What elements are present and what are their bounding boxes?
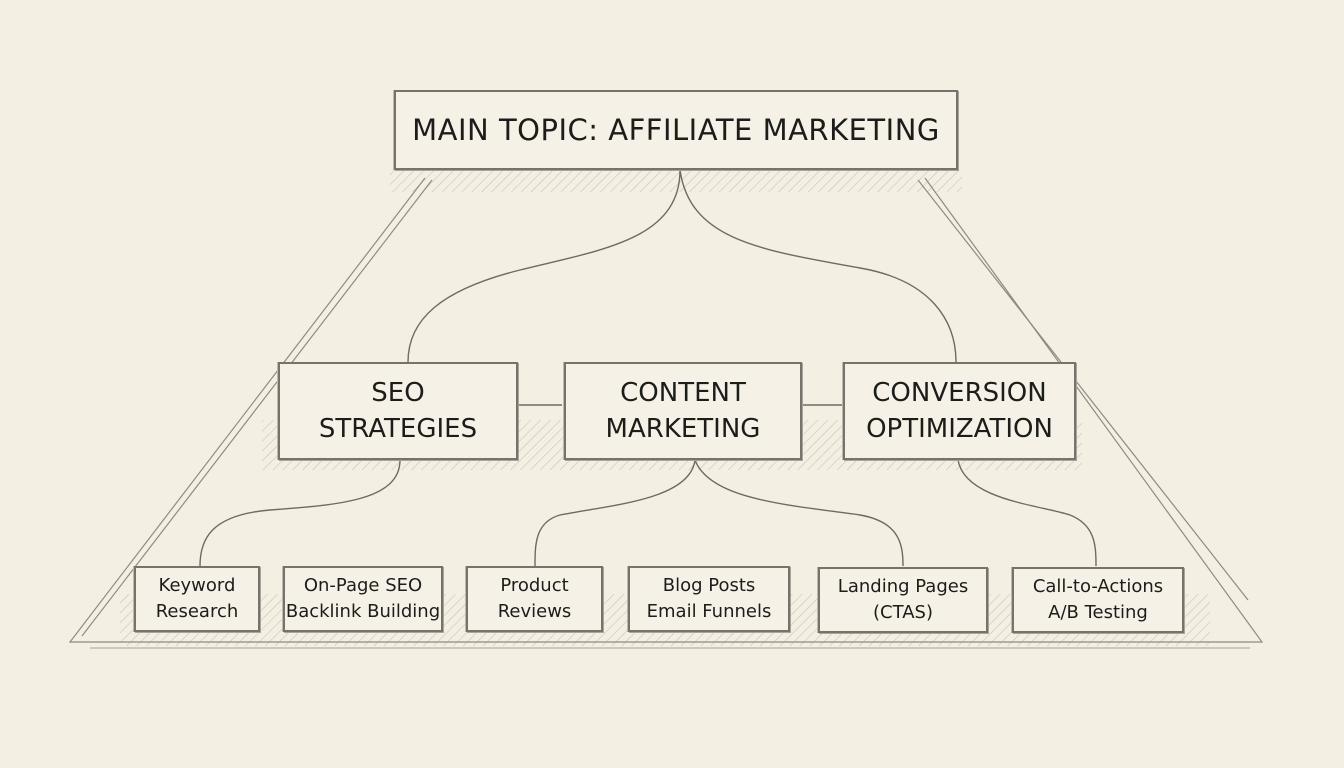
leaf-node-onpage-backlink: On-Page SEO Backlink Building xyxy=(283,566,443,632)
leaf-label-line2: Email Funnels xyxy=(646,601,772,622)
main-topic-label: MAIN TOPIC: AFFILIATE MARKETING xyxy=(412,113,940,147)
leaf-label-line1: Blog Posts xyxy=(662,575,756,596)
leaf-label-line1: Product xyxy=(500,575,569,596)
category-label-line1: CONTENT xyxy=(620,378,746,408)
leaf-label-line2: (CTAS) xyxy=(873,602,933,623)
leaf-label-line2: Research xyxy=(155,601,239,622)
category-label-line2: OPTIMIZATION xyxy=(866,414,1053,444)
leaf-node-keyword-research: Keyword Research xyxy=(134,566,260,632)
leaf-label-line2: Backlink Building xyxy=(285,601,441,622)
leaf-node-landing-pages: Landing Pages (CTAS) xyxy=(818,567,988,633)
category-node-conversion-optimization: CONVERSION OPTIMIZATION xyxy=(843,362,1076,460)
category-label-line2: MARKETING xyxy=(605,414,761,444)
leaf-label-line1: Call-to-Actions xyxy=(1032,576,1164,597)
leaf-label-line1: On-Page SEO xyxy=(303,575,423,596)
category-label-line1: SEO xyxy=(371,378,425,408)
leaf-label-line1: Keyword xyxy=(158,575,236,596)
leaf-node-product-reviews: Product Reviews xyxy=(466,566,603,632)
main-topic-node: MAIN TOPIC: AFFILIATE MARKETING xyxy=(394,90,958,170)
leaf-label-line1: Landing Pages xyxy=(837,576,969,597)
leaf-node-blog-email: Blog Posts Email Funnels xyxy=(628,566,790,632)
leaf-label-line2: A/B Testing xyxy=(1048,602,1148,623)
leaf-label-line2: Reviews xyxy=(497,601,572,622)
category-label-line1: CONVERSION xyxy=(872,378,1047,408)
leaf-node-cta-ab-testing: Call-to-Actions A/B Testing xyxy=(1012,567,1184,633)
category-label-line2: STRATEGIES xyxy=(318,414,478,444)
category-node-seo-strategies: SEO STRATEGIES xyxy=(278,362,518,460)
category-node-content-marketing: CONTENT MARKETING xyxy=(564,362,802,460)
